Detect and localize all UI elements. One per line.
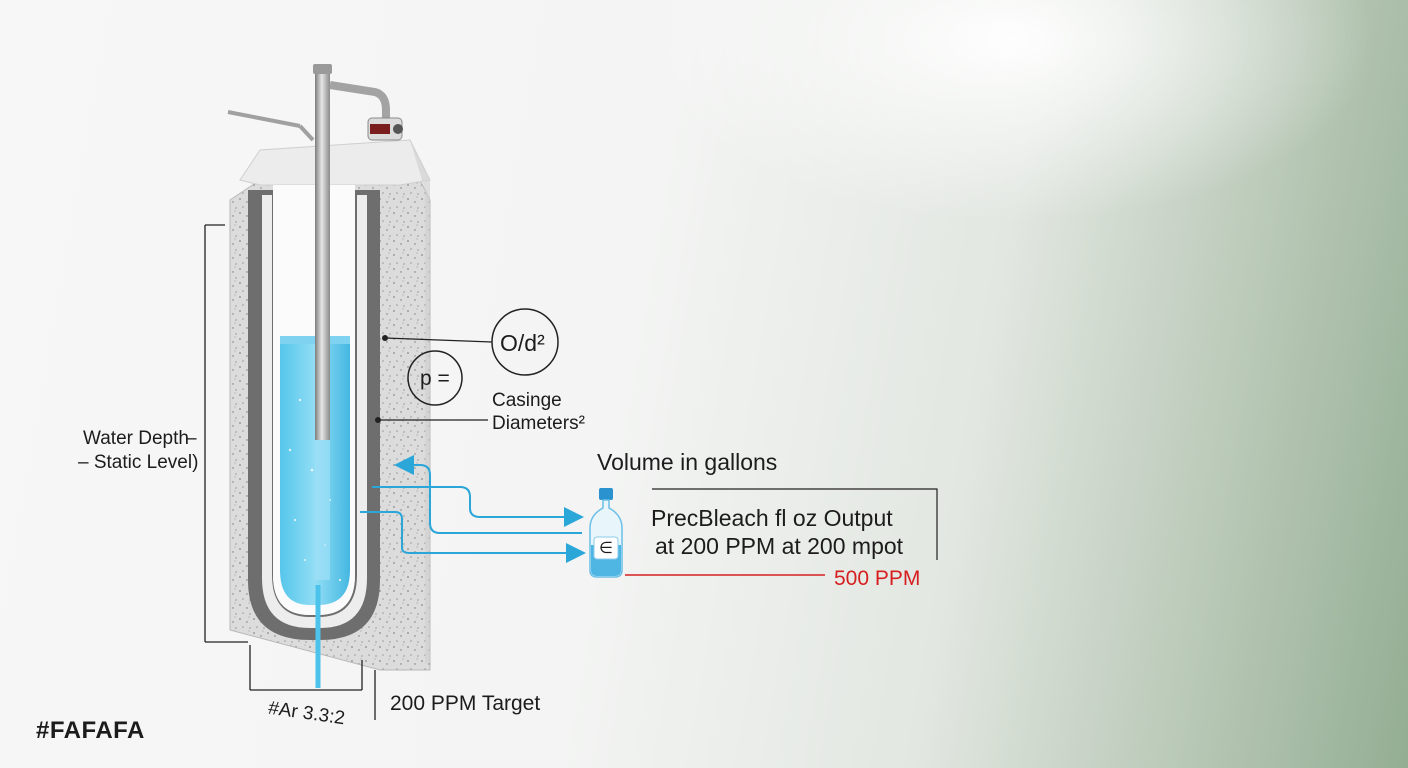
casing-label: Casinge: [492, 390, 562, 411]
output-label-2: at 200 PPM at 200 mpot: [655, 533, 904, 559]
casing-inner: [262, 195, 367, 628]
water-depth-bracket: [204, 224, 248, 643]
formula-text-2: p =: [420, 367, 450, 390]
target-label: 200 PPM Target: [390, 692, 541, 715]
bottom-bracket: [249, 645, 376, 720]
output-bracket: [652, 488, 938, 560]
static-level-label: – Static Level): [78, 452, 199, 473]
water-depth-label: Water Depth: [83, 428, 189, 449]
flow-arrows: [360, 455, 586, 563]
volume-label: Volume in gallons: [597, 449, 778, 475]
bleach-bottle: [589, 488, 623, 578]
discharge-pipe: [329, 81, 390, 122]
formula-circle-2: [407, 350, 463, 406]
valve-fitting: [367, 117, 403, 141]
diameters-label: Diameters²: [492, 413, 585, 434]
red-ppm-label: 500 PPM: [834, 567, 921, 590]
hex-code-label: #FAFAFA: [36, 717, 145, 744]
output-label: PrecBleach fl oz Output: [651, 505, 893, 531]
pipe-submerged: [315, 440, 330, 580]
side-rod: [227, 110, 301, 128]
pointer-line-1: [384, 337, 493, 343]
pump-pipe: [315, 68, 330, 440]
formula-text-1: O/d²: [500, 330, 545, 356]
water-depth-dash: –: [186, 428, 197, 449]
bottle-symbol: ∈: [599, 540, 613, 557]
